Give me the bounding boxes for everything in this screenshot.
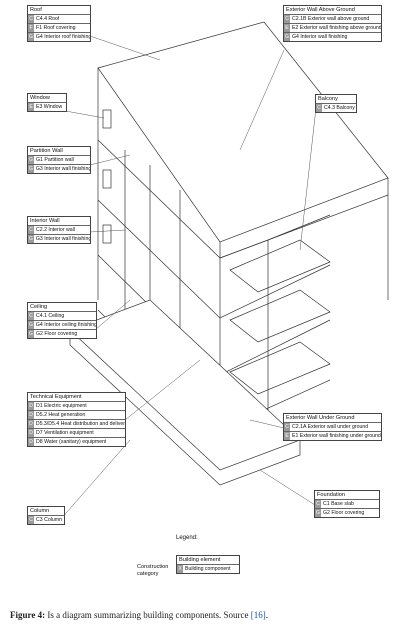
caption-suffix: . [265, 610, 269, 620]
technical-item-0: D1 Electric equipment [36, 403, 87, 409]
technical-code-1: D [28, 411, 34, 419]
interior-code-1: G [28, 235, 34, 243]
technical-title: Technical Equipment [30, 394, 82, 400]
legend-element-label: Building element [179, 557, 221, 563]
ext-under-item-0: C2.1A Exterior wall under ground [292, 424, 369, 430]
window-item-0: E3 Window [36, 104, 63, 110]
balcony-code-0: C [316, 104, 322, 112]
technical-item-2: D5.3/D5.4 Heat distribution and delivery [35, 421, 125, 427]
technical-item-3: D7 Ventilation equipment [36, 430, 94, 436]
caption-source-link[interactable]: [16] [250, 610, 266, 620]
technical-code-4: D [28, 438, 34, 446]
roof-code-2: G [28, 33, 34, 41]
ceiling-item-0: C4.1 Ceiling [36, 313, 65, 319]
ext-above-item-2: G4 Interior wall finishing [292, 34, 348, 40]
figure-caption: Figure 4: Is a diagram summarizing build… [10, 610, 390, 620]
foundation-item-0: C1 Base slab [323, 501, 354, 507]
roof-item-2: G4 Interior roof finishing [35, 34, 90, 40]
partition-item-1: G3 Interior wall finishing [35, 166, 90, 172]
interior-item-0: C2.2 Interior wall [36, 227, 75, 233]
technical-code-0: D [28, 402, 34, 410]
legend-side-label: Construction category [137, 564, 169, 577]
technical-item-4: D8 Water (sanitary) equipment [36, 439, 107, 445]
balcony-title: Balcony [318, 96, 338, 102]
ext-above-code-2: G [284, 33, 290, 41]
ceiling-item-1: G4 Interior ceiling finishing [35, 322, 96, 328]
caption-prefix: Figure 4: [10, 610, 46, 620]
ceiling-title: Ceiling [30, 304, 48, 310]
roof-code-0: C [28, 15, 34, 23]
ext-above-item-0: C2.1B Exterior wall above ground [292, 16, 370, 22]
foundation-code-1: G [315, 509, 321, 517]
column-item-0: C3 Column [36, 517, 62, 523]
ext-under-code-0: C [284, 423, 290, 431]
ext-under-title: Exterior Wall Under Ground [286, 415, 355, 421]
ext-above-item-1: E2 Exterior wall finishing above ground [291, 25, 381, 31]
interior-title: Interior Wall [30, 218, 60, 224]
roof-title: Roof [30, 7, 42, 13]
ceiling-code-0: C [28, 312, 34, 320]
foundation-code-0: C [315, 500, 321, 508]
foundation-title: Foundation [317, 492, 345, 498]
roof-item-1: F1 Roof covering [36, 25, 76, 31]
balcony-item-0: C4.3 Balcony [324, 105, 355, 111]
ext-under-item-1: E1 Exterior wall finishing under ground [292, 433, 381, 439]
ceiling-code-2: G [28, 330, 34, 338]
ext-above-code-1: E [284, 24, 290, 32]
ext-under-code-1: E [284, 432, 290, 440]
ext-above-code-0: C [284, 15, 290, 23]
interior-code-0: C [28, 226, 34, 234]
technical-code-2: D [28, 420, 34, 428]
roof-slab [97, 21, 389, 243]
window-code-0: E [28, 103, 34, 111]
partition-item-0: G1 Partition wall [36, 157, 74, 163]
ext-above-title: Exterior Wall Above Ground [286, 7, 355, 13]
legend-title: Legend: [176, 535, 198, 541]
technical-code-3: D [28, 429, 34, 437]
ceiling-code-1: G [28, 321, 34, 329]
window-title: Window [30, 95, 50, 101]
roof-item-0: C4.4 Roof [36, 16, 60, 22]
partition-title: Partition Wall [30, 148, 63, 154]
caption-text: Is a diagram summarizing building compon… [45, 610, 251, 620]
foundation-item-1: G2 Floor covering [323, 510, 365, 516]
roof-code-1: F [28, 24, 34, 32]
legend-component-code: X [177, 565, 183, 573]
column-title: Column [30, 508, 50, 514]
partition-code-1: G [28, 165, 34, 173]
ceiling-item-2: G2 Floor covering [36, 331, 78, 337]
legend-component-label: Building component [185, 566, 231, 572]
partition-code-0: G [28, 156, 34, 164]
technical-item-1: D5.2 Heat generation [36, 412, 86, 418]
column-code-0: C [28, 516, 34, 524]
interior-item-1: G3 Interior wall finishing [35, 236, 90, 242]
